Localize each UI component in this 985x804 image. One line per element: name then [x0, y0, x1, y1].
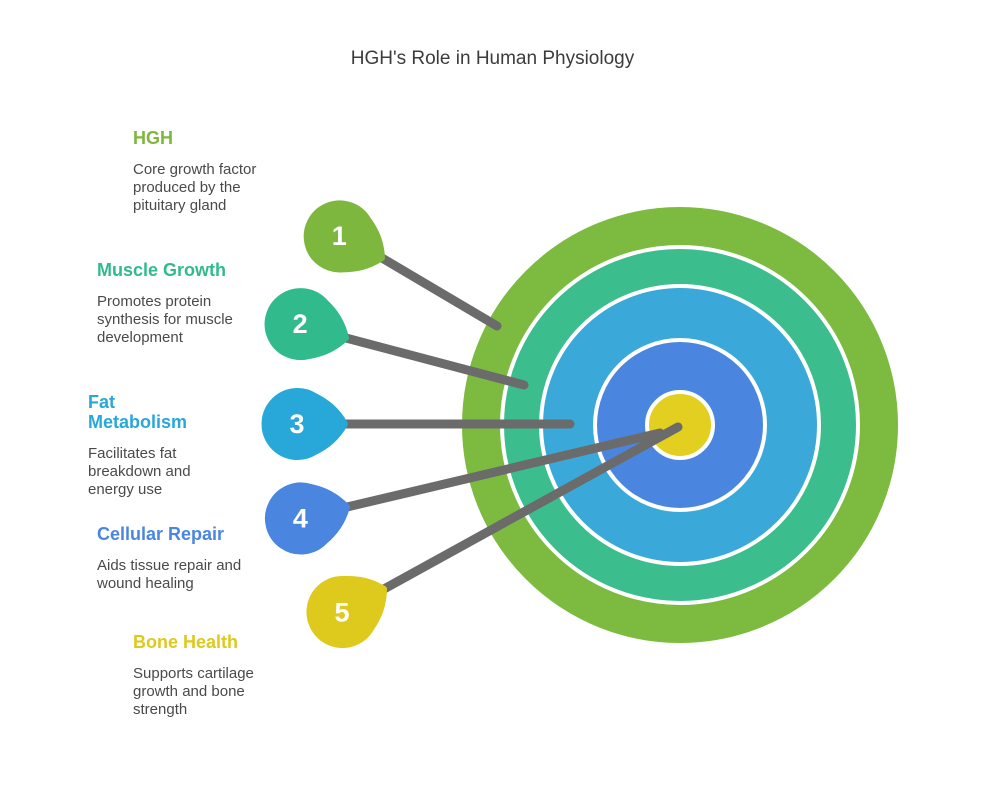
- label-block-muscle-growth: Muscle Growth Promotes protein synthesis…: [97, 260, 245, 347]
- marker-2: [264, 288, 349, 361]
- label-title-bone-health: Bone Health: [133, 632, 239, 652]
- label-block-cellular-repair: Cellular Repair Aids tissue repair and w…: [97, 524, 245, 593]
- marker-number-3: 3: [289, 409, 304, 439]
- marker-number-5: 5: [335, 597, 350, 627]
- label-title-muscle-growth: Muscle Growth: [97, 260, 227, 280]
- page-title: HGH's Role in Human Physiology: [350, 48, 635, 69]
- label-description-fat-metabolism: Facilitates fat breakdown and energy use: [88, 445, 191, 498]
- marker-1: [303, 200, 385, 273]
- connector-line-2: [341, 333, 529, 390]
- label-title-cellular-repair: Cellular Repair: [97, 524, 225, 544]
- connector-line-5: [379, 422, 683, 594]
- label-title-fat-metabolism: Fat Metabolism: [88, 392, 188, 432]
- marker-number-4: 4: [293, 504, 308, 534]
- label-title-hgh: HGH: [133, 128, 173, 148]
- label-description-bone-health: Supports cartilage growth and bone stren…: [133, 665, 254, 718]
- label-block-bone-health: Bone Health Supports cartilage growth an…: [133, 632, 269, 719]
- marker-number-2: 2: [293, 309, 308, 339]
- label-description-hgh: Core growth factor produced by the pitui…: [133, 161, 257, 214]
- connector-line-4: [342, 428, 665, 512]
- marker-3: [261, 388, 348, 460]
- marker-4: [264, 482, 350, 555]
- label-description-cellular-repair: Aids tissue repair and wound healing: [97, 557, 242, 592]
- label-block-fat-metabolism: Fat Metabolism Facilitates fat breakdown…: [88, 392, 210, 499]
- marker-5: [306, 575, 387, 648]
- label-description-muscle-growth: Promotes protein synthesis for muscle de…: [97, 293, 233, 346]
- label-block-hgh: HGH Core growth factor produced by the p…: [133, 128, 271, 215]
- connector-line-1: [377, 253, 502, 331]
- marker-number-1: 1: [332, 221, 347, 251]
